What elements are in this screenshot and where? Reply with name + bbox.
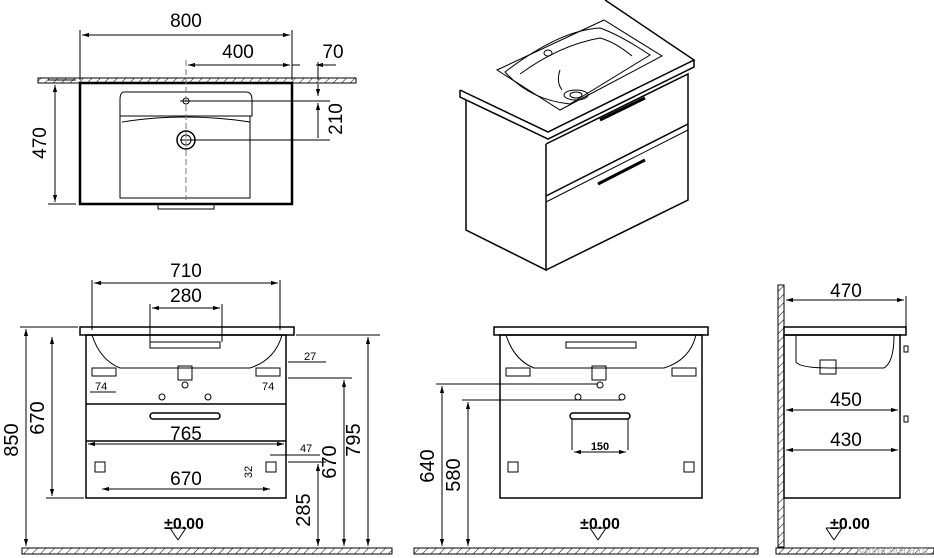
dim-800: 800 [170,11,202,32]
dim-74-left: 74 [95,381,107,393]
dim-640: 640 [417,449,439,482]
dim-280: 280 [170,286,202,307]
floor-hatch-1 [21,547,393,555]
dim-top-470: 470 [30,127,51,159]
dim-210: 210 [326,103,347,135]
dim-850: 850 [1,423,23,456]
dim-670-left: 670 [27,401,49,434]
3d-basin [495,19,664,111]
dim-670-right: 670 [319,445,341,478]
dim-400: 400 [222,42,254,63]
dim-27: 27 [304,351,316,363]
3d-carcass-side [465,100,547,272]
floor-hatch-2 [413,547,759,555]
dim-430: 430 [830,430,862,451]
dim-150: 150 [591,441,609,453]
front-carcass [85,334,287,499]
side-wall-hatch [777,284,785,548]
front-view-2: ±0.00 150 640 580 [413,326,759,555]
level-3: ±0.00 [830,516,870,533]
dim-670-h: 670 [170,469,202,490]
dim-70: 70 [322,42,343,63]
front2-handle [569,412,631,420]
side-basin-top [783,326,907,336]
dim-74-right: 74 [262,381,274,393]
dim-32: 32 [243,466,255,478]
3d-handle-bottom [597,158,646,186]
dim-47: 47 [300,443,312,455]
3d-carcass-front [545,72,689,271]
overflow-tab [157,203,215,210]
dim-285: 285 [293,493,315,526]
front2-basin-top [493,326,709,336]
floor-hatch-3 [775,547,934,555]
3d-handle-top [599,96,646,122]
front2-carcass [499,334,703,499]
dim-450: 450 [830,390,862,411]
perspective-view [459,0,696,272]
dim-710: 710 [170,261,202,282]
dim-795: 795 [343,423,365,456]
side-view: ±0.00 470 450 430 [775,281,934,555]
dim-580: 580 [443,458,465,491]
side-carcass [783,334,901,499]
watermark: santechnica.ru [856,545,928,557]
front-view: ±0.00 710 280 27 74 74 765 [1,261,393,555]
front-basin-top [79,326,295,336]
basin-rim [119,91,253,117]
level-1: ±0.00 [164,516,204,533]
dim-side-470: 470 [830,281,862,302]
dim-765: 765 [170,424,202,445]
level-2: ±0.00 [580,516,620,533]
front-handle [149,412,221,420]
top-view: 800 400 70 470 210 [30,11,357,210]
